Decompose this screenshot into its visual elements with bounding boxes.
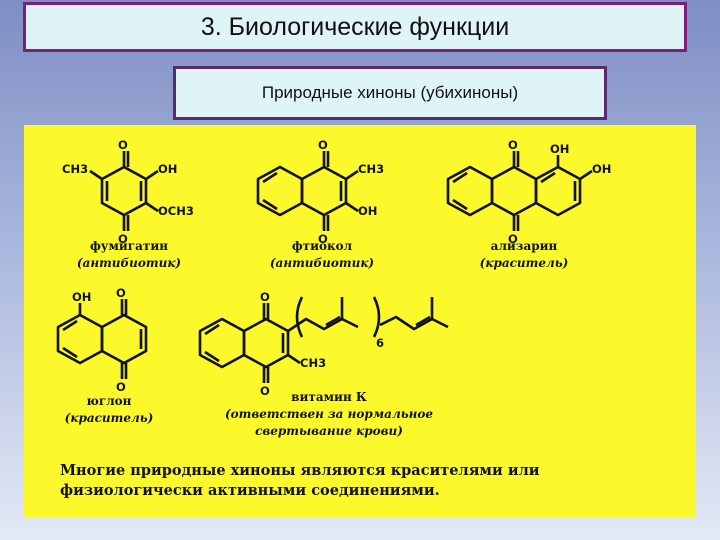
atom-label-o: O bbox=[118, 138, 128, 152]
compound-name: фтиокол bbox=[291, 239, 353, 253]
juglone-structure bbox=[56, 299, 148, 379]
atom-label-ch3: CH3 bbox=[300, 356, 326, 370]
atom-label-ch3: CH3 bbox=[62, 162, 88, 176]
subtitle: Природные хиноны (убихиноны) bbox=[261, 83, 519, 102]
atom-label-o: O bbox=[318, 232, 328, 246]
atom-label-oh: OH bbox=[592, 162, 611, 176]
atom-label-och3: OCH3 bbox=[158, 204, 194, 218]
atom-label-ch3: CH3 bbox=[358, 162, 384, 176]
compound-role: (краситель) bbox=[64, 411, 154, 425]
vitamin-k-caption: витамин К (ответствен за нормальное свер… bbox=[224, 389, 434, 440]
atom-label-o: O bbox=[116, 380, 126, 394]
atom-label-o: O bbox=[118, 232, 128, 246]
juglone-caption: юглон (краситель) bbox=[54, 393, 164, 427]
compound-role: (антибиотик) bbox=[269, 256, 375, 270]
atom-label-n-subscript: 6 bbox=[376, 336, 384, 350]
compound-name: ализарин bbox=[490, 239, 558, 253]
structures-panel: O O CH3 OH OCH3 O O CH3 OH O O OH OH OH … bbox=[24, 125, 696, 517]
atom-labels: O O CH3 OH OCH3 O O CH3 OH O O OH OH OH … bbox=[62, 138, 611, 398]
slide-title-box: 3. Биологические функции bbox=[23, 2, 687, 52]
fumigatin-caption: фумигатин (антибиотик) bbox=[74, 238, 184, 272]
atom-label-oh: OH bbox=[358, 204, 377, 218]
compound-name: витамин К bbox=[291, 390, 367, 404]
atom-label-o: O bbox=[260, 290, 270, 304]
atom-label-oh: OH bbox=[550, 142, 569, 156]
compound-name: юглон bbox=[86, 394, 132, 408]
compound-role: (антибиотик) bbox=[76, 256, 182, 270]
compound-name: фумигатин bbox=[89, 239, 169, 253]
atom-label-oh: OH bbox=[72, 290, 91, 304]
atom-label-o: O bbox=[116, 286, 126, 300]
atom-label-o: O bbox=[260, 384, 270, 398]
summary-note: Многие природные хиноны являются красите… bbox=[60, 462, 540, 499]
slide-title: 3. Биологические функции bbox=[200, 12, 510, 41]
compound-role: (ответствен за нормальное свертывание кр… bbox=[224, 407, 434, 438]
atom-label-o: O bbox=[508, 138, 518, 152]
vitamin-k-structure bbox=[198, 296, 449, 383]
alizarin-caption: ализарин (краситель) bbox=[464, 238, 584, 272]
subtitle-box: Природные хиноны (убихиноны) bbox=[173, 66, 607, 120]
compound-role: (краситель) bbox=[479, 256, 569, 270]
fumigatin-structure bbox=[89, 151, 159, 231]
alizarin-structure bbox=[446, 151, 593, 231]
structures-drawing: O O CH3 OH OCH3 O O CH3 OH O O OH OH OH … bbox=[56, 138, 611, 398]
atom-label-o: O bbox=[508, 232, 518, 246]
phthiocol-caption: фтиокол (антибиотик) bbox=[262, 238, 382, 272]
phthiocol-structure bbox=[256, 151, 359, 231]
atom-label-o: O bbox=[318, 138, 328, 152]
atom-label-oh: OH bbox=[158, 162, 177, 176]
